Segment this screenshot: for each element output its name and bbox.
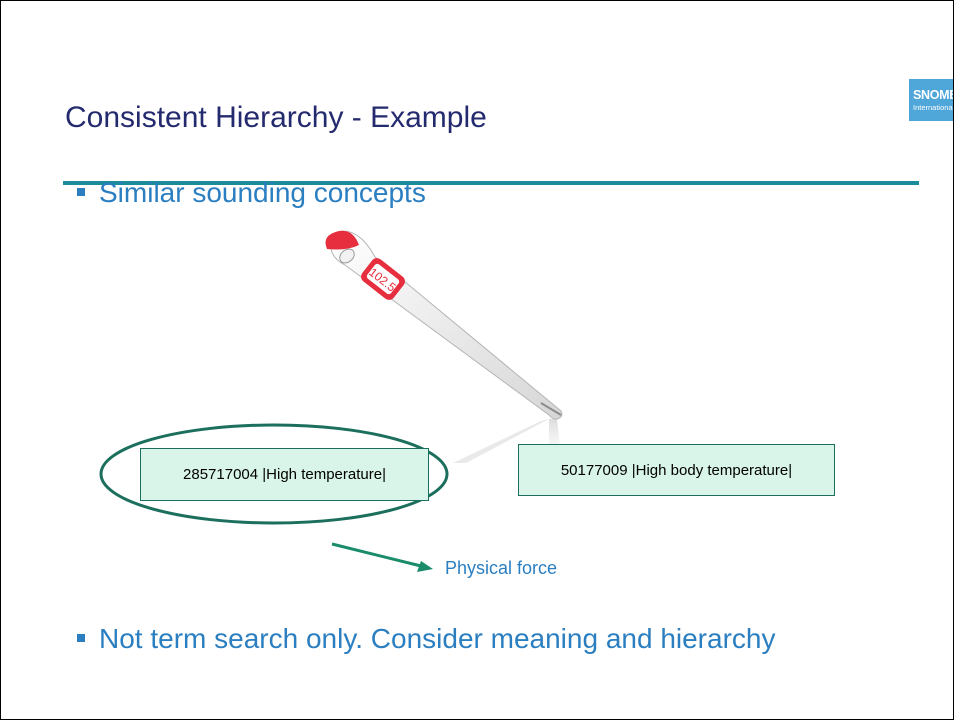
- bullet-icon: [77, 187, 85, 196]
- concept-box-high-temperature: 285717004 |High temperature|: [140, 448, 429, 501]
- bullet-icon: [77, 633, 85, 642]
- bullet-similar-concepts: Similar sounding concepts: [77, 177, 426, 209]
- bullet-text: Similar sounding concepts: [99, 177, 426, 208]
- title-divider: [63, 181, 919, 185]
- snomed-logo: SNOMED International: [909, 79, 953, 121]
- bullet-text: Not term search only. Consider meaning a…: [99, 623, 776, 654]
- thermometer-icon: 102.5: [325, 230, 563, 420]
- annotation-physical-force: Physical force: [445, 558, 558, 578]
- logo-subtitle: International: [913, 103, 953, 112]
- slide-title: Consistent Hierarchy - Example: [65, 101, 487, 134]
- concept-label: 285717004 |High temperature|: [183, 466, 386, 483]
- logo-name: SNOMED: [913, 88, 953, 102]
- highlight-ellipse: [99, 423, 449, 525]
- arrow-icon: [331, 542, 433, 572]
- bullet-not-term-search: Not term search only. Consider meaning a…: [77, 623, 775, 655]
- concept-label: 50177009 |High body temperature|: [560, 461, 793, 479]
- concept-box-high-body-temperature: 50177009 |High body temperature|: [518, 444, 835, 496]
